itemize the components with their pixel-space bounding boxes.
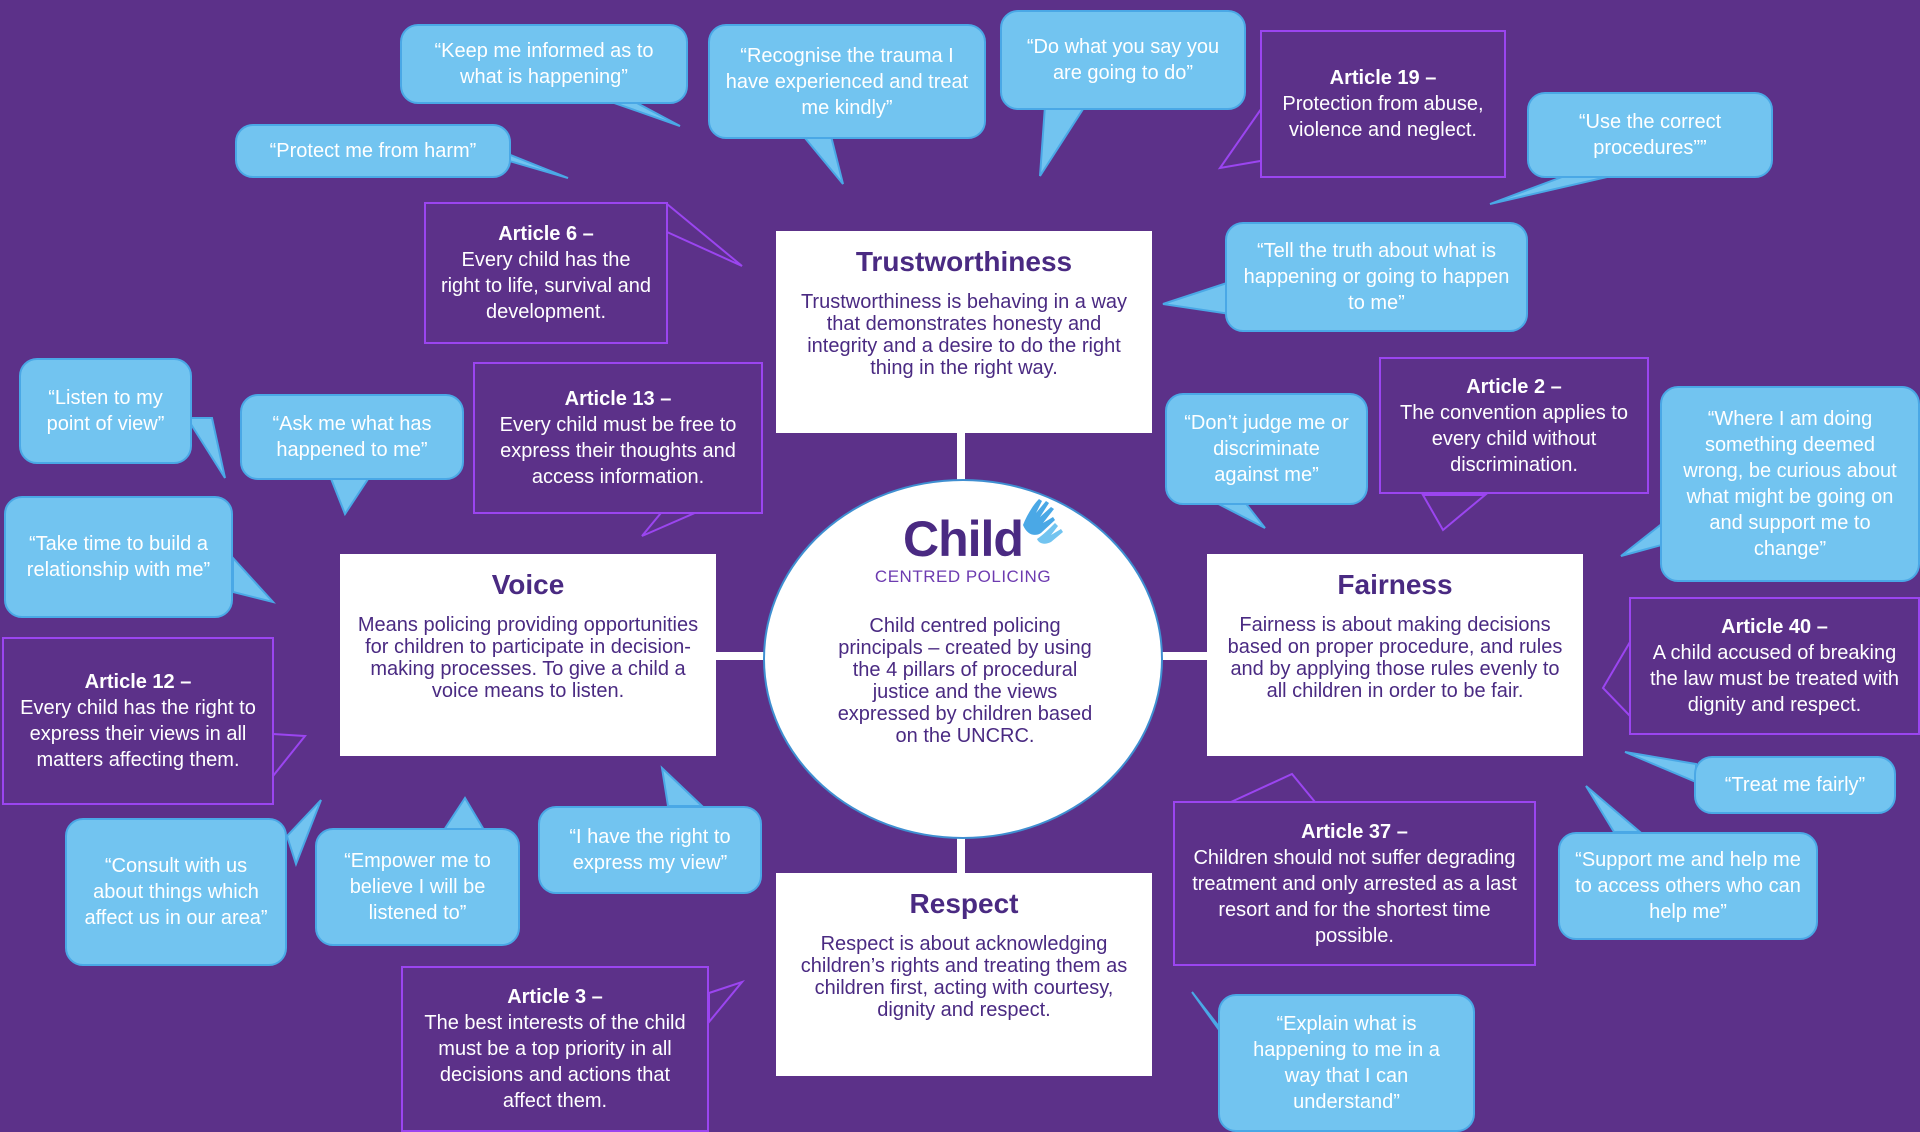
connector-right bbox=[1160, 652, 1208, 660]
article-text: The best interests of the child must be … bbox=[424, 1012, 686, 1112]
connector-bottom bbox=[957, 836, 965, 874]
hands-icon bbox=[1023, 499, 1063, 544]
child-centred-policing-logo: Child CENTRED POLICING bbox=[765, 513, 1161, 587]
article-text: Protection from abuse, violence and negl… bbox=[1282, 93, 1484, 141]
pillar-description: Fairness is about making decisions based… bbox=[1227, 614, 1563, 702]
article-12-box: Article 12 – Every child has the right t… bbox=[2, 637, 274, 805]
article-37-box: Article 37 – Children should not suffer … bbox=[1173, 801, 1536, 966]
quote-bubble-treat-fairly: “Treat me fairly” bbox=[1694, 756, 1896, 814]
article-3-box: Article 3 – The best interests of the ch… bbox=[401, 966, 709, 1132]
pillar-respect: Respect Respect is about acknowledging c… bbox=[776, 873, 1152, 1076]
quote-bubble-protect-from-harm: “Protect me from harm” bbox=[235, 124, 511, 178]
quote-bubble-listen-view: “Listen to my point of view” bbox=[19, 358, 192, 464]
pillar-title: Voice bbox=[491, 569, 565, 600]
article-19-box: Article 19 – Protection from abuse, viol… bbox=[1260, 30, 1506, 178]
article-text: Every child has the right to life, survi… bbox=[440, 249, 652, 323]
quote-bubble-right-to-express: “I have the right to express my view” bbox=[538, 806, 762, 894]
connector-top bbox=[957, 432, 965, 482]
pillar-title: Trustworthiness bbox=[855, 246, 1073, 277]
pillar-voice: Voice Means policing providing opportuni… bbox=[340, 554, 716, 756]
quote-bubble-support-access: “Support me and help me to access others… bbox=[1558, 832, 1818, 940]
center-description: Child centred policing principals – crea… bbox=[837, 615, 1093, 747]
center-circle: Child CENTRED POLICING Child centred pol… bbox=[763, 479, 1163, 839]
logo-subtitle: CENTRED POLICING bbox=[874, 567, 1052, 586]
quote-bubble-correct-procedures: “Use the correct procedures”” bbox=[1527, 92, 1773, 178]
article-title: Article 40 – bbox=[1721, 616, 1828, 638]
article-2-box: Article 2 – The convention applies to ev… bbox=[1379, 357, 1649, 494]
pillar-title: Respect bbox=[909, 888, 1019, 919]
logo-word: Child bbox=[903, 511, 1024, 567]
quote-bubble-recognise-trauma: “Recognise the trauma I have experienced… bbox=[708, 24, 986, 139]
connector-left bbox=[714, 652, 766, 660]
article-title: Article 6 – bbox=[498, 223, 594, 245]
article-text: The convention applies to every child wi… bbox=[1400, 401, 1628, 476]
quote-bubble-where-doing: “Where I am doing something deemed wrong… bbox=[1660, 386, 1920, 582]
article-6-box: Article 6 – Every child has the right to… bbox=[424, 202, 668, 344]
quote-bubble-consult: “Consult with us about things which affe… bbox=[65, 818, 287, 966]
article-title: Article 12 – bbox=[84, 671, 192, 693]
quote-bubble-take-time: “Take time to build a relationship with … bbox=[4, 496, 233, 618]
pillar-title: Fairness bbox=[1337, 569, 1453, 600]
quote-bubble-explain: “Explain what is happening to me in a wa… bbox=[1218, 994, 1475, 1132]
article-title: Article 2 – bbox=[1466, 375, 1562, 398]
quote-bubble-empower: “Empower me to believe I will be listene… bbox=[315, 828, 520, 946]
quote-bubble-keep-informed: “Keep me informed as to what is happenin… bbox=[400, 24, 688, 104]
article-title: Article 3 – bbox=[507, 986, 603, 1008]
quote-bubble-tell-truth: “Tell the truth about what is happening … bbox=[1225, 222, 1528, 332]
article-title: Article 19 – bbox=[1329, 67, 1437, 89]
article-title: Article 37 – bbox=[1301, 820, 1408, 843]
article-text: Every child must be free to express thei… bbox=[499, 414, 737, 488]
pillar-trustworthiness: Trustworthiness Trustworthiness is behav… bbox=[776, 231, 1152, 433]
article-40-box: Article 40 – A child accused of breaking… bbox=[1629, 597, 1920, 735]
article-text: Every child has the right to express the… bbox=[20, 697, 256, 771]
article-text: Children should not suffer degrading tre… bbox=[1192, 846, 1517, 947]
quote-bubble-dont-judge: “Don’t judge me or discriminate against … bbox=[1165, 393, 1368, 505]
pillar-description: Means policing providing opportunities f… bbox=[357, 614, 699, 702]
pillar-fairness: Fairness Fairness is about making decisi… bbox=[1207, 554, 1583, 756]
article-text: A child accused of breaking the law must… bbox=[1649, 642, 1899, 716]
pillar-description: Trustworthiness is behaving in a way tha… bbox=[800, 291, 1128, 379]
article-title: Article 13 – bbox=[564, 388, 672, 410]
quote-bubble-ask-me: “Ask me what has happened to me” bbox=[240, 394, 464, 480]
article-13-box: Article 13 – Every child must be free to… bbox=[473, 362, 763, 514]
pillar-description: Respect is about acknowledging children’… bbox=[800, 933, 1128, 1021]
quote-bubble-do-what-you-say: “Do what you say you are going to do” bbox=[1000, 10, 1246, 110]
